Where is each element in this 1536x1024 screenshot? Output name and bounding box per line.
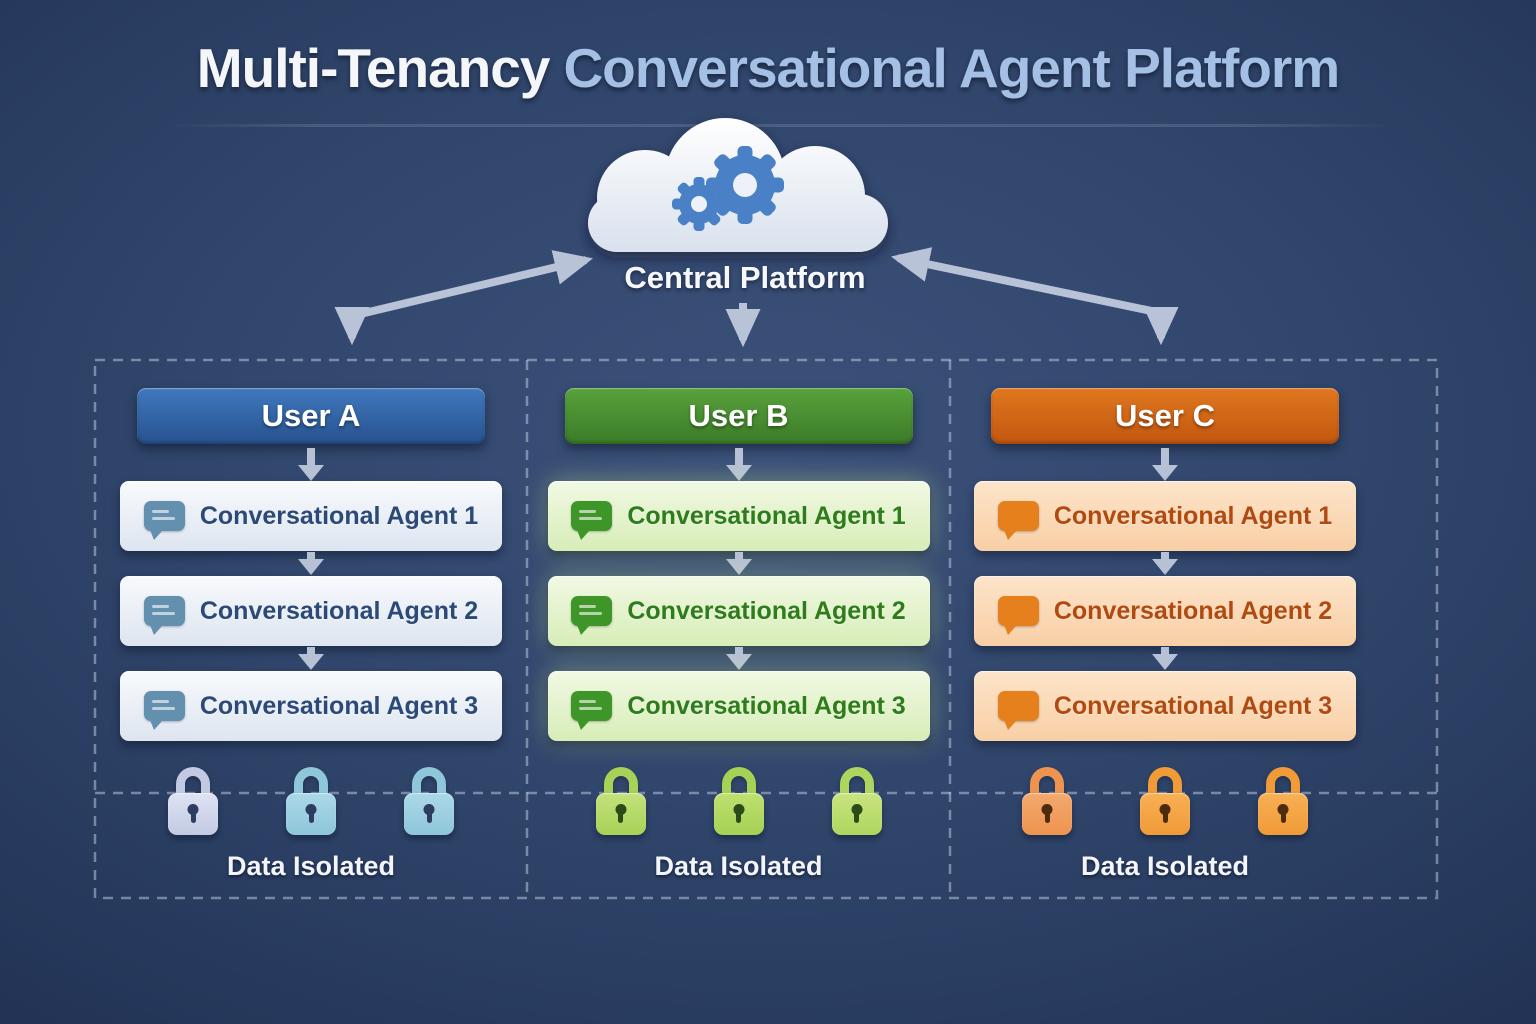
- tenant-column-user-c: User C Conversational Agent 1 Conversati…: [950, 360, 1437, 898]
- agent-label: Conversational Agent 1: [627, 501, 906, 530]
- data-isolated-label: Data Isolated: [226, 851, 396, 881]
- chat-bubble-icon: [143, 691, 185, 730]
- agent-box: Conversational Agent 2: [120, 576, 502, 646]
- locks-row: [595, 767, 882, 835]
- down-arrow-icon: [1152, 647, 1178, 670]
- chat-bubble-icon: [571, 501, 613, 540]
- arrow-left-branch: [334, 250, 594, 346]
- padlock-icon: [1258, 767, 1308, 835]
- central-platform-label: Central Platform: [624, 260, 866, 295]
- agent-label: Conversational Agent 1: [1053, 501, 1333, 530]
- padlock-icon: [831, 767, 882, 835]
- padlock-icon: [404, 767, 454, 835]
- chat-bubble-icon: [997, 596, 1039, 635]
- tenant-b-stack: User B Conversational Agent 1 Conversati…: [547, 388, 930, 882]
- tenant-column-user-a: User A Conversational Agent 1 Conversati…: [95, 360, 527, 898]
- agent-box: Conversational Agent 3: [547, 671, 930, 741]
- agent-box: Conversational Agent 2: [974, 576, 1356, 646]
- agent-label: Conversational Agent 2: [199, 596, 479, 625]
- tenant-c-stack: User C Conversational Agent 1 Conversati…: [974, 388, 1356, 882]
- agent-box: Conversational Agent 2: [547, 576, 930, 646]
- chat-bubble-icon: [997, 691, 1039, 730]
- locks-row: [1022, 767, 1308, 835]
- agent-label: Conversational Agent 3: [627, 691, 906, 720]
- gear-small-icon: [672, 177, 726, 231]
- tenant-header-user-b: User B: [564, 388, 913, 444]
- agent-label: Conversational Agent 2: [1053, 596, 1333, 625]
- cloud-icon: [588, 118, 888, 252]
- title-part2: Conversational Agent Platform: [563, 37, 1340, 99]
- gears-icon: [672, 146, 784, 231]
- down-arrow-icon: [725, 552, 752, 575]
- chat-bubble-icon: [571, 596, 613, 635]
- agent-label: Conversational Agent 3: [1053, 691, 1333, 720]
- padlock-icon: [168, 767, 218, 835]
- agent-box: Conversational Agent 1: [974, 481, 1356, 551]
- tenant-board: User A Conversational Agent 1 Conversati…: [95, 360, 1437, 898]
- locks-row: [168, 767, 454, 835]
- chat-bubble-icon: [997, 501, 1039, 540]
- agent-label: Conversational Agent 1: [199, 501, 479, 530]
- chat-bubble-icon: [571, 691, 613, 730]
- down-arrow-icon: [1152, 552, 1178, 575]
- agent-box: Conversational Agent 3: [120, 671, 502, 741]
- down-arrow-icon: [298, 552, 324, 575]
- down-arrow-icon: [298, 647, 324, 670]
- tenant-a-stack: User A Conversational Agent 1 Conversati…: [120, 388, 502, 882]
- down-arrow-icon: [298, 448, 324, 481]
- data-isolated-label: Data Isolated: [1080, 851, 1250, 881]
- padlock-icon: [1022, 767, 1072, 835]
- padlock-icon: [713, 767, 764, 835]
- tenant-header-user-c: User C: [991, 388, 1339, 444]
- arrow-right-branch: [890, 247, 1179, 346]
- agent-box: Conversational Agent 3: [974, 671, 1356, 741]
- agent-box: Conversational Agent 1: [120, 481, 502, 551]
- data-isolated-label: Data Isolated: [654, 851, 823, 881]
- down-arrow-icon: [1152, 448, 1178, 481]
- padlock-icon: [595, 767, 646, 835]
- title-divider-line: [168, 124, 1392, 127]
- chat-bubble-icon: [143, 596, 185, 635]
- chat-bubble-icon: [143, 501, 185, 540]
- title-part1: Multi-Tenancy: [196, 37, 551, 99]
- tenant-header-user-a: User A: [137, 388, 485, 444]
- agent-box: Conversational Agent 1: [547, 481, 930, 551]
- agent-label: Conversational Agent 2: [627, 596, 906, 625]
- padlock-icon: [1140, 767, 1190, 835]
- padlock-icon: [286, 767, 336, 835]
- agent-label: Conversational Agent 3: [199, 691, 479, 720]
- gear-large-icon: [706, 146, 784, 224]
- tenant-column-user-b: User B Conversational Agent 1 Conversati…: [527, 360, 950, 898]
- down-arrow-icon: [725, 448, 752, 481]
- down-arrow-icon: [725, 647, 752, 670]
